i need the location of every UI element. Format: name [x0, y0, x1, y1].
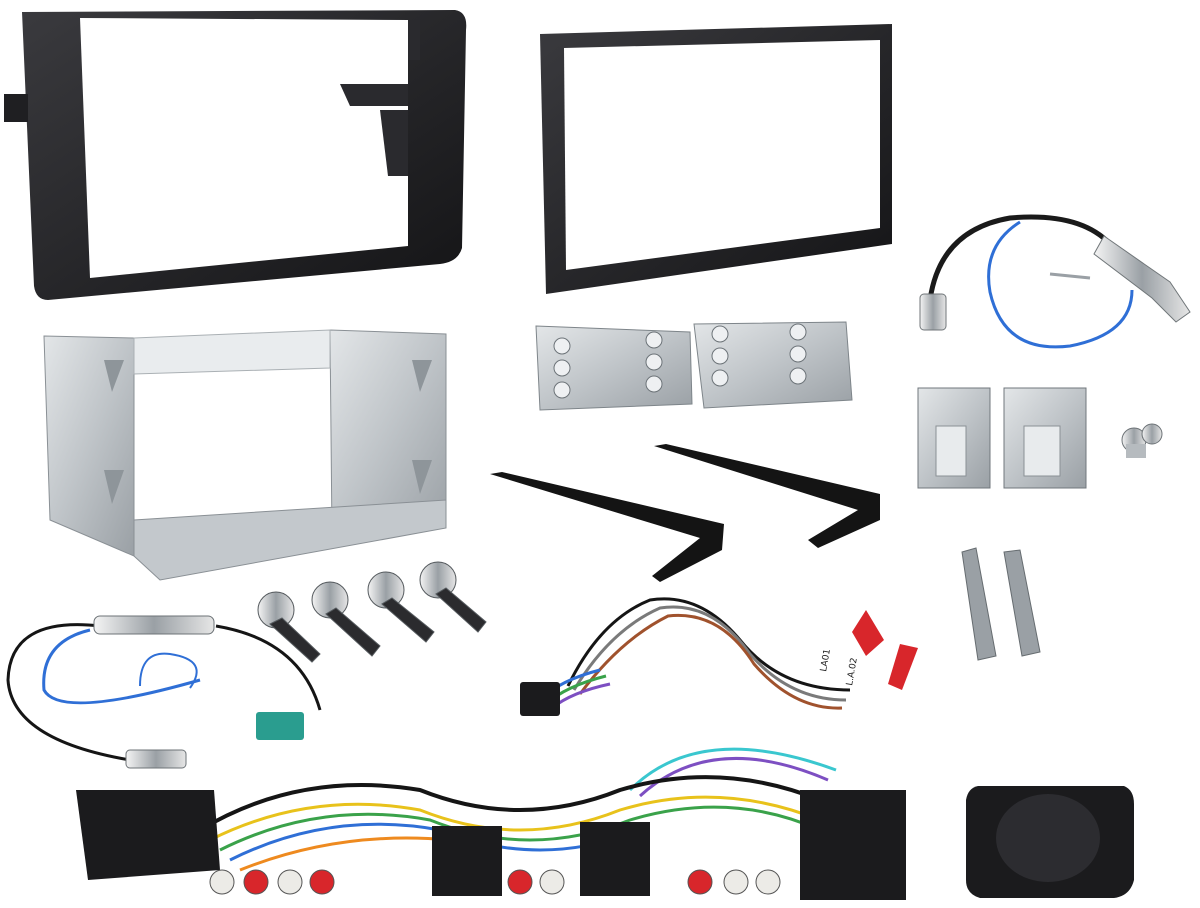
removal-tools [257, 561, 487, 663]
antenna-adapter-top [919, 214, 1191, 349]
double-din-fascia-left [4, 10, 467, 300]
antenna-adapter-fakra [6, 615, 322, 769]
steering-interface-harness [76, 747, 906, 900]
sticker-la01: LA01 [819, 648, 833, 672]
double-din-fascia-right [540, 24, 892, 294]
steering-control-lead: LA01 L.A.02 [520, 597, 918, 716]
foam-strips [490, 444, 880, 582]
sticker-la02: L.A.02 [845, 657, 860, 686]
release-keys [961, 547, 1041, 661]
support-clips [917, 387, 1087, 489]
metal-mounting-cage [43, 329, 447, 581]
interface-module [966, 786, 1134, 898]
screws [1121, 423, 1163, 458]
mounting-brackets [535, 321, 853, 411]
